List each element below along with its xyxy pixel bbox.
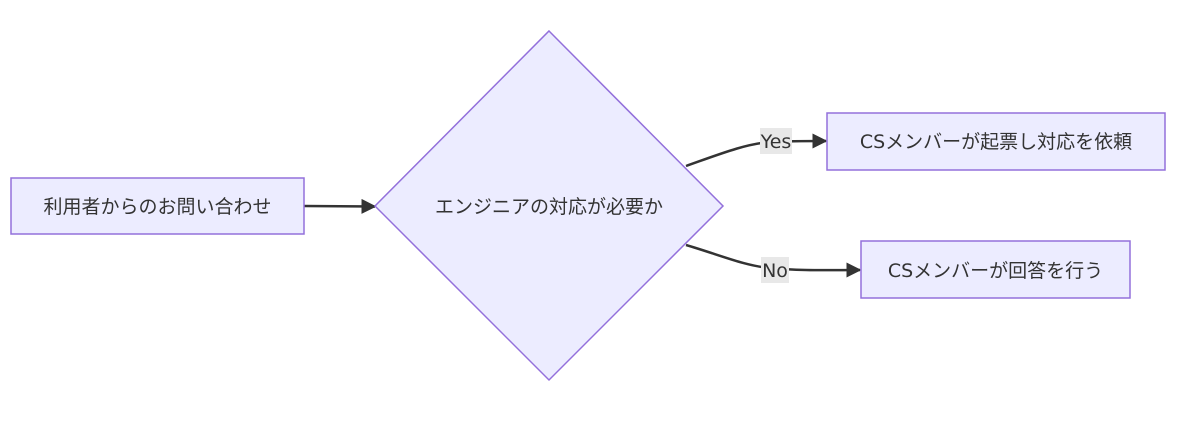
node-yes-target-box (826, 112, 1166, 171)
edge-start-to-decision (303, 198, 377, 214)
node-start: 利用者からのお問い合わせ (10, 177, 305, 235)
edge-label-yes: Yes (760, 128, 792, 154)
edge-label-no-text: No (762, 260, 788, 282)
node-no-target-box (860, 240, 1131, 299)
node-no-target: CSメンバーが回答を行う (860, 240, 1131, 299)
edge-decision-yes (685, 133, 828, 168)
node-start-label: 利用者からのお問い合わせ (43, 196, 271, 218)
edge-label-yes-bg (760, 128, 792, 154)
node-decision: エンジニアの対応が必要か (373, 29, 725, 382)
edge-label-no-bg (761, 257, 789, 283)
edge-label-no: No (761, 257, 789, 283)
node-decision-label: エンジニアの対応が必要か (435, 196, 663, 218)
node-yes-target: CSメンバーが起票し対応を依頼 (826, 112, 1166, 171)
node-no-target-label: CSメンバーが回答を行う (888, 260, 1103, 282)
node-yes-target-label: CSメンバーが起票し対応を依頼 (860, 131, 1132, 153)
node-start-box (10, 177, 305, 235)
node-decision-diamond (373, 29, 725, 382)
edge-label-yes-text: Yes (760, 131, 792, 153)
